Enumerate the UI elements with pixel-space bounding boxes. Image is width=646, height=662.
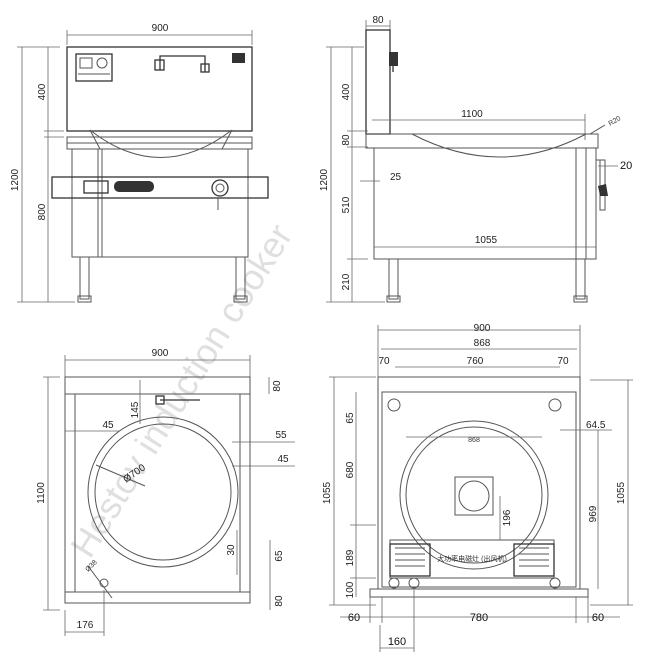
bottom-r64-label: 64.5 — [586, 420, 606, 431]
side-top-label: 400 — [341, 83, 352, 100]
bottom-d160-label: 160 — [388, 636, 406, 648]
bottom-r1055-label: 1055 — [616, 481, 627, 504]
side-right-label: 20 — [620, 160, 632, 172]
front-height-label: 1200 — [10, 168, 21, 191]
bottom-d189-label: 189 — [345, 549, 356, 566]
bottom-r70-label: 70 — [557, 356, 569, 367]
side-angle-label: R20 — [608, 115, 623, 128]
front-view: 900 — [10, 23, 269, 303]
bottom-d680-label: 680 — [345, 461, 356, 478]
side-510-label: 510 — [341, 196, 352, 213]
plan-right-b-label: 45 — [277, 454, 289, 465]
plan-front-label: 80 — [274, 595, 285, 607]
side-tap-label: 80 — [372, 15, 384, 26]
bottom-span-label: 760 — [467, 356, 484, 367]
side-height-label: 1200 — [319, 168, 330, 191]
bottom-inner-label: 868 — [474, 338, 491, 349]
bottom-l70-label: 70 — [378, 356, 390, 367]
bottom-d196-label: 196 — [502, 509, 513, 526]
plan-drain-dim-label: 176 — [77, 620, 94, 631]
bottom-span780-label: 780 — [470, 612, 488, 624]
bottom-l60-label: 60 — [348, 612, 360, 624]
side-view: 80 1100 R20 20 25 1055 — [319, 15, 632, 303]
bottom-width-label: 900 — [474, 323, 491, 334]
plan-depth-label: 1100 — [36, 482, 47, 504]
bottom-ring-label: 868 — [468, 437, 480, 444]
bottom-d100-label: 100 — [345, 581, 356, 598]
front-top-label: 400 — [37, 83, 48, 100]
side-80-label: 80 — [341, 134, 352, 146]
plan-right-a-label: 55 — [275, 430, 287, 441]
plan-tap-label: 145 — [130, 401, 141, 418]
front-bottom-label: 800 — [37, 203, 48, 220]
side-legs-label: 210 — [341, 273, 352, 290]
bottom-d1055-label: 1055 — [322, 481, 333, 504]
front-width-label: 900 — [152, 23, 169, 34]
plan-back-label: 80 — [272, 380, 283, 392]
plan-width-label: 900 — [152, 348, 169, 359]
plan-65-label: 65 — [274, 550, 285, 562]
plan-left-label: 45 — [102, 420, 114, 431]
bottom-r60-label: 60 — [592, 612, 604, 624]
bottom-d65-label: 65 — [345, 412, 356, 424]
plan-30-label: 30 — [226, 544, 237, 556]
side-depth-body-label: 1055 — [475, 235, 498, 246]
bottom-r969-label: 969 — [588, 505, 599, 522]
side-inner-label: 25 — [390, 172, 402, 183]
bottom-panel-label: 大功率电磁灶 (出风机) — [437, 554, 507, 563]
bottom-view: 900 868 760 70 70 868 — [322, 323, 633, 652]
side-depth-top-label: 1100 — [461, 109, 483, 120]
